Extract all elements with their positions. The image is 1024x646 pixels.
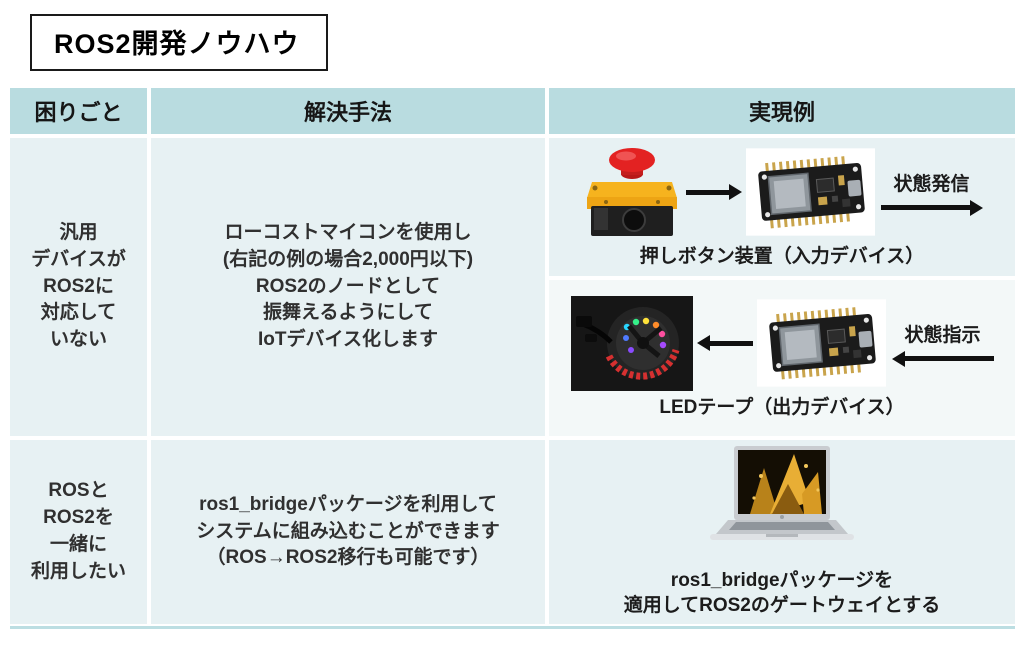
pushbutton-caption: 押しボタン装置（入力デバイス） [639, 246, 925, 268]
arrow-right-icon [685, 184, 742, 201]
ledtape-caption: LEDテープ（出力デバイス） [659, 396, 905, 418]
esp32-board-photo [756, 299, 886, 388]
cell-example-gateway: ros1_bridgeパッケージを 適用してROS2のゲートウェイとする [549, 440, 1015, 624]
column-header-solution: 解決手法 [151, 88, 545, 134]
status-command-group: 状態指示 [891, 320, 994, 367]
solution-row1-text: ローコストマイコンを使用し (右記の例の場合2,000円以下) ROS2のノード… [222, 221, 474, 351]
arrow-right-icon [880, 199, 983, 216]
solution-row2-text: ros1_bridgeパッケージを利用して システムに組み込むことができます （… [196, 493, 500, 569]
status-publish-group: 状態発信 [880, 169, 983, 216]
arrow-left-icon [891, 350, 994, 367]
status-command-label: 状態指示 [904, 324, 981, 346]
gateway-caption: ros1_bridgeパッケージを 適用してROS2のゲートウェイとする [623, 569, 941, 616]
cell-problem-row2: ROSと ROS2を 一緒に 利用したい [10, 440, 147, 624]
problem-row2-text: ROSと ROS2を 一緒に 利用したい [30, 480, 126, 582]
cell-example-pushbutton: 状態発信 押しボタン装置（入力デバイス） [549, 138, 1015, 276]
table-bottom-border [10, 626, 1015, 629]
laptop-photo [710, 445, 854, 540]
cell-solution-row1: ローコストマイコンを使用し (右記の例の場合2,000円以下) ROS2のノード… [151, 138, 545, 436]
column-header-example: 実現例 [549, 88, 1015, 134]
pushbutton-flow: 状態発信 [582, 144, 983, 240]
arrow-left-icon [696, 335, 753, 352]
esp32-board-photo [745, 148, 875, 237]
cell-solution-row2: ros1_bridgeパッケージを利用して システムに組み込むことができます （… [151, 440, 545, 624]
page-title-box: ROS2開発ノウハウ [30, 14, 328, 71]
led-tape-photo [570, 295, 693, 391]
page-title: ROS2開発ノウハウ [54, 29, 300, 59]
problem-row1-text: 汎用 デバイスが ROS2に 対応して いない [31, 221, 126, 351]
knowhow-table: 困りごと 解決手法 実現例 汎用 デバイスが ROS2に 対応して いない ロー… [10, 88, 1015, 624]
column-header-problem: 困りごと [10, 88, 147, 134]
cell-example-ledtape: 状態指示 LEDテープ（出力デバイス） [549, 280, 1015, 436]
status-publish-label: 状態発信 [893, 173, 970, 195]
push-button-photo [586, 148, 677, 237]
ledtape-flow: 状態指示 [570, 295, 994, 391]
cell-problem-row1: 汎用 デバイスが ROS2に 対応して いない [10, 138, 147, 436]
